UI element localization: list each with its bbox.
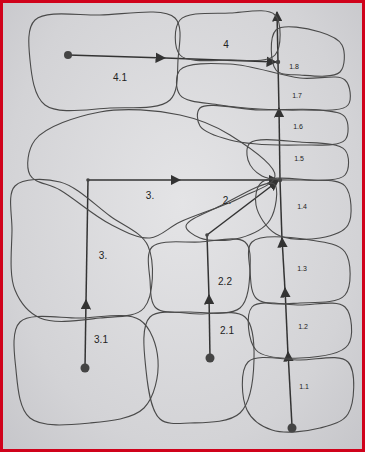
catchment-cell: 2.2 [150, 242, 250, 312]
cell-outline [146, 314, 254, 423]
cell-number: 1.4 [297, 203, 307, 210]
cell-outline [12, 182, 148, 318]
cell-border [197, 105, 348, 145]
catchment-cell: 1.1 [247, 360, 348, 430]
cell-number: 2.2 [218, 277, 232, 287]
cell-number: 3.1 [94, 335, 108, 345]
cell-border [28, 110, 275, 238]
cell-outline [247, 360, 348, 430]
cell-border [29, 12, 180, 111]
catchment-cell: 1.4 [256, 180, 348, 238]
catchment-cell: 3. [30, 112, 275, 238]
cell-border [242, 357, 353, 432]
cell-number: 2.1 [220, 326, 234, 336]
catchment-cell: 3. [12, 182, 148, 318]
cell-border [176, 64, 350, 111]
catchment-cell: 2.1 [146, 314, 254, 423]
cell-border [144, 312, 254, 424]
cell-number: 4.1 [113, 73, 127, 83]
cell-outline [250, 240, 345, 303]
cell-border [248, 303, 351, 358]
cell-border [148, 239, 250, 313]
cell-outline [276, 30, 342, 75]
catchment-cell: 1.3 [250, 240, 345, 303]
catchment-cell: 3.1 [16, 318, 158, 423]
catchment-cell: 1.5 [248, 142, 345, 180]
catchment-cell: 2. [186, 184, 274, 238]
cell-border [256, 178, 352, 239]
cell-border [271, 27, 344, 77]
cell-outline [30, 15, 178, 108]
cell-border [186, 183, 277, 240]
cell-number: 1.8 [289, 63, 299, 70]
catchment-cell: 1.7 [180, 64, 348, 110]
cell-number: 3. [146, 191, 154, 201]
cell-border [14, 315, 158, 425]
cell-number: 1.1 [299, 383, 309, 390]
cell-outline [150, 242, 250, 312]
catchment-cell: 1.2 [252, 305, 348, 358]
cell-number: 4 [223, 40, 229, 50]
cell-number: 1.3 [297, 265, 307, 272]
cell-outline [186, 184, 274, 238]
catchment-cell: 4.1 [30, 15, 178, 108]
cell-number: 1.5 [294, 155, 304, 162]
cell-number: 1.6 [293, 123, 303, 130]
cell-border [11, 179, 153, 321]
cell-border [247, 140, 349, 181]
cell-outline [30, 112, 275, 238]
cell-outline [16, 318, 158, 423]
cell-outline [180, 64, 348, 110]
cell-number: 3. [99, 251, 107, 261]
cell-number: 2. [223, 196, 231, 206]
cell-number: 1.2 [298, 323, 308, 330]
cell-outline [252, 305, 348, 358]
cell-border [175, 11, 280, 61]
catchment-cell: 1.8 [276, 30, 342, 75]
cell-number: 1.7 [292, 92, 302, 99]
catchment-cell: 4 [180, 13, 275, 60]
cell-outline [180, 13, 275, 60]
cell-border [248, 237, 350, 304]
